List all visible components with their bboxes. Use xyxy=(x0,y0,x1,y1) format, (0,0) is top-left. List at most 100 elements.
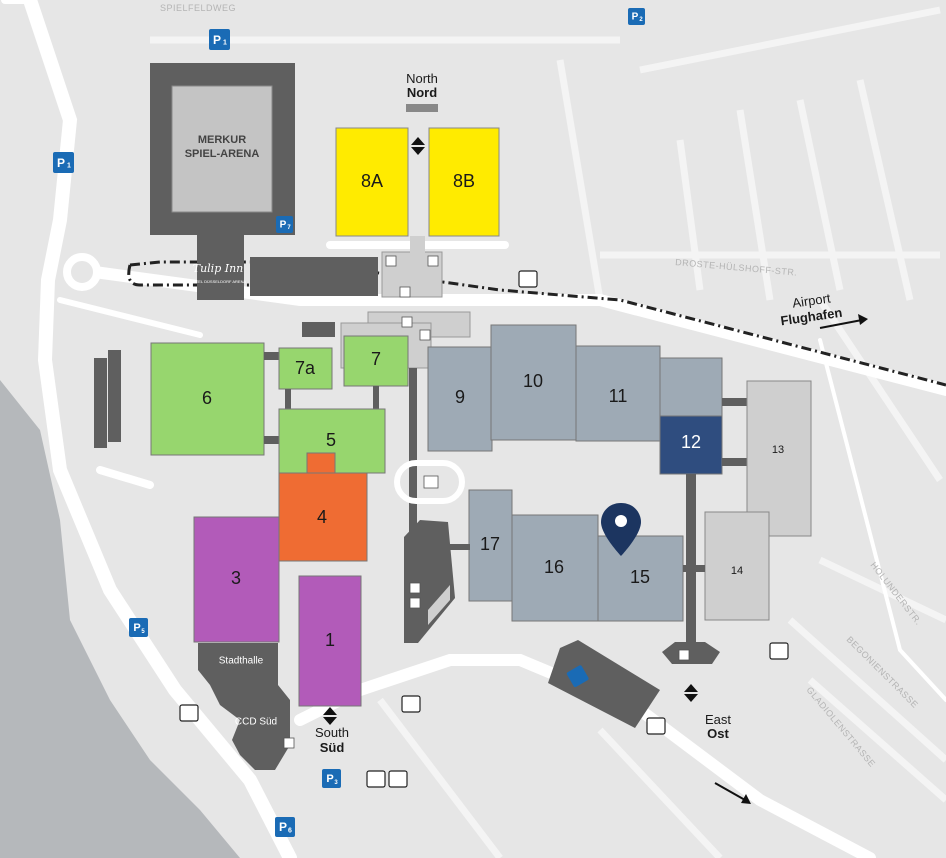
parking-p1-left[interactable]: P 1 xyxy=(53,152,74,173)
arena-label-1: MERKUR xyxy=(198,134,246,146)
north-label-de: Nord xyxy=(407,85,437,100)
hall-8b-label: 8B xyxy=(453,171,475,191)
roundabout xyxy=(63,253,101,291)
hotel-building xyxy=(250,257,378,296)
parking-p1-top-letter: P xyxy=(213,33,221,47)
hall-6-label: 6 xyxy=(202,388,212,408)
hall-5-annex xyxy=(306,452,336,474)
hall-9-label: 9 xyxy=(455,387,465,407)
entrance-wedge-inner xyxy=(428,585,450,625)
street-holunder: HOLUNDERSTR. xyxy=(868,560,923,627)
parking-p3[interactable]: P 3 xyxy=(322,769,341,788)
parking-p1-left-letter: P xyxy=(57,156,65,170)
connector-7a-5 xyxy=(285,389,291,409)
parking-p1-top-number: 1 xyxy=(223,40,227,47)
left-building-2 xyxy=(108,350,121,442)
airport-rail-line xyxy=(129,260,946,387)
hall-6[interactable] xyxy=(150,342,265,456)
hotel-name: Tulip Inn xyxy=(193,262,244,275)
hall-7[interactable] xyxy=(343,335,409,387)
east-label-de: Ost xyxy=(707,726,729,741)
hall-13[interactable] xyxy=(746,380,812,537)
hall-14[interactable] xyxy=(704,511,770,621)
connector-12-13a xyxy=(722,398,747,406)
connector-15-14 xyxy=(683,565,705,572)
hall-11-label: 11 xyxy=(609,386,628,406)
hall-15[interactable] xyxy=(597,535,684,622)
hall-3[interactable] xyxy=(193,516,280,643)
south-label-de: Süd xyxy=(320,740,345,755)
info-icon xyxy=(283,255,690,749)
hall-16[interactable] xyxy=(511,514,599,622)
hall-12-label: 12 xyxy=(681,432,701,452)
hall-5-label: 5 xyxy=(326,430,336,450)
parking-p5[interactable]: P 5 xyxy=(129,618,148,637)
hall-10[interactable] xyxy=(490,324,577,441)
hall-11[interactable] xyxy=(575,345,661,442)
walkway-north xyxy=(410,236,425,254)
hall-8a-label: 8A xyxy=(361,171,383,191)
restaurant-loop xyxy=(394,460,465,504)
parking-house-sign[interactable] xyxy=(566,665,589,688)
parking-house-east xyxy=(548,640,660,728)
north-arrow-icon xyxy=(411,137,425,155)
hall-7-label: 7 xyxy=(371,349,381,369)
hall-4-label: 4 xyxy=(317,507,327,527)
location-pin-icon[interactable] xyxy=(601,503,641,556)
hall-15-label: 15 xyxy=(630,567,650,587)
hall-12[interactable] xyxy=(659,415,723,475)
parking-p2-letter: P xyxy=(632,12,639,23)
hall-13-label: 13 xyxy=(772,444,784,456)
arena-connector xyxy=(197,235,244,300)
entrance-wedge xyxy=(404,520,455,643)
parking-p6[interactable]: P 6 xyxy=(275,817,295,837)
hall-16-label: 16 xyxy=(544,557,564,577)
hall-1-label: 1 xyxy=(325,630,335,650)
east-arrow-icon xyxy=(684,684,698,702)
hall-4[interactable] xyxy=(278,472,368,562)
parking-p7[interactable]: P 7 xyxy=(276,216,293,233)
parking-p7-letter: P xyxy=(280,220,287,231)
hall-8b[interactable] xyxy=(428,127,500,237)
east-label-en: East xyxy=(705,712,731,727)
parking-p1-top[interactable]: P 1 xyxy=(209,29,230,50)
north-sign-bar xyxy=(406,104,438,112)
hall-8a[interactable] xyxy=(335,127,409,237)
arena-label-2: SPIEL-ARENA xyxy=(185,148,260,160)
left-building-1 xyxy=(94,358,107,448)
airport-label-en: Airport xyxy=(791,290,831,310)
hall-7a-label: 7a xyxy=(295,358,316,378)
north-label-en: North xyxy=(406,71,438,86)
hall-10-label: 10 xyxy=(523,371,543,391)
parking-p2-number: 2 xyxy=(639,17,643,23)
hall-7a[interactable] xyxy=(278,347,333,390)
parking-p2[interactable]: P 2 xyxy=(628,8,645,25)
water-area xyxy=(0,380,240,858)
ccd-sued-label: CCD Süd xyxy=(235,717,277,728)
restaurant-icon xyxy=(423,475,439,489)
east-entrance-building xyxy=(662,642,720,664)
hall-17-label: 17 xyxy=(480,534,500,554)
background-streets xyxy=(150,6,946,858)
ccd-complex xyxy=(198,643,290,770)
arena-inner xyxy=(171,85,273,213)
street-spielfeldweg: SPIELFELDWEG xyxy=(160,3,236,13)
south-arrow-icon xyxy=(323,707,337,725)
southeast-arrow-icon xyxy=(714,782,746,801)
parking-p5-letter: P xyxy=(133,622,140,634)
street-droste: DROSTE-HÜLSHOFF-STR. xyxy=(675,257,798,278)
connector-12-13b xyxy=(722,458,747,466)
walkway-spine xyxy=(409,368,417,538)
spine-12-14 xyxy=(686,474,696,644)
hall-14-label: 14 xyxy=(731,565,743,577)
connector-wedge-17 xyxy=(448,544,470,550)
parking-p3-number: 3 xyxy=(334,780,338,786)
hall-11-annex xyxy=(659,357,723,417)
connector-6-7a xyxy=(264,352,280,360)
stadthalle-label: Stadthalle xyxy=(219,656,264,667)
airport-arrow-icon xyxy=(819,319,863,329)
hall-1[interactable] xyxy=(298,575,362,707)
bus-icon xyxy=(179,270,789,788)
south-label-en: South xyxy=(315,725,349,740)
